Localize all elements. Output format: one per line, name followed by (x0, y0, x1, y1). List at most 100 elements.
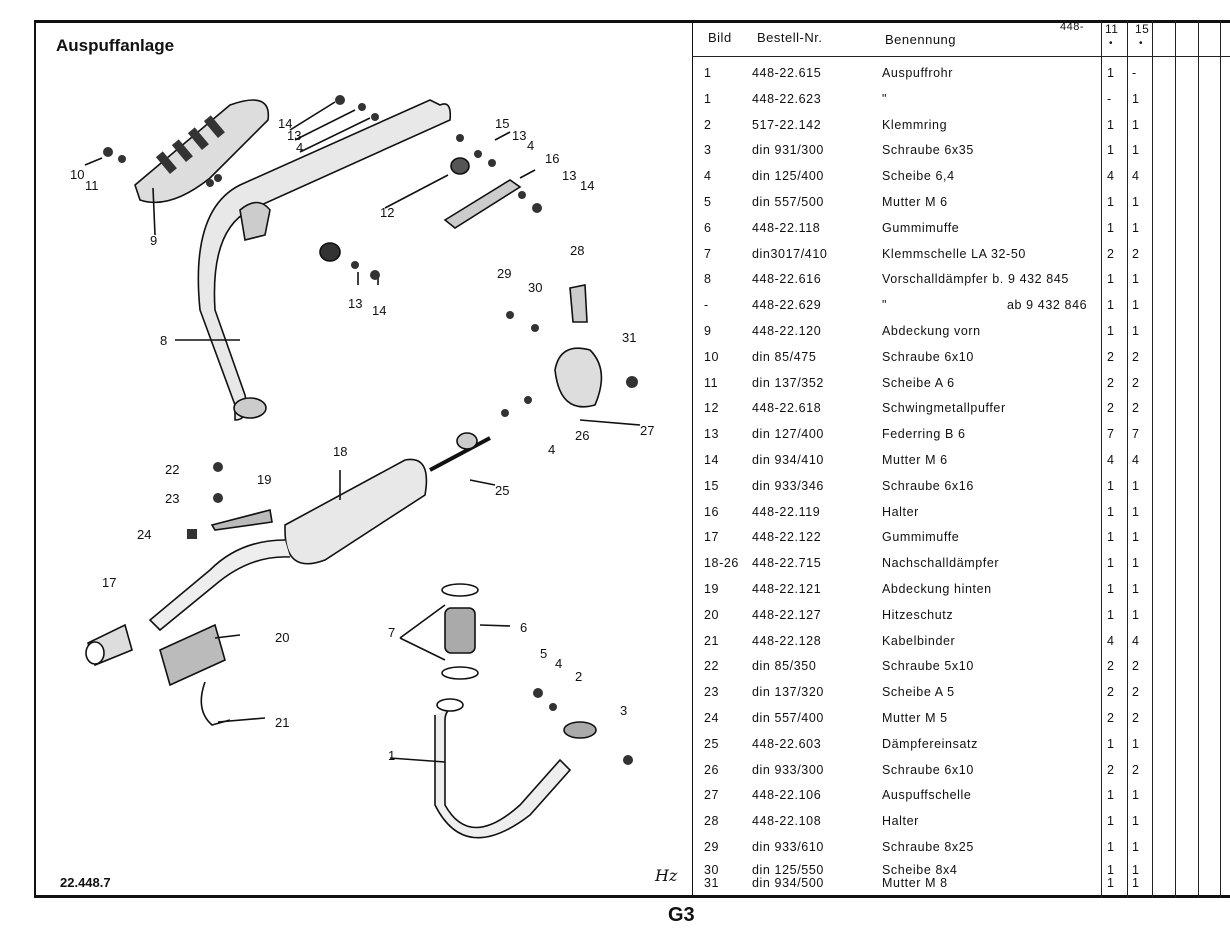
cell-qty-11: 4 (1107, 169, 1115, 184)
cell-bild: 9 (704, 324, 712, 338)
signature-mark: Hz (655, 866, 678, 885)
column-rule (1198, 20, 1199, 898)
cell-bestell-nr: 448-22.122 (752, 530, 822, 545)
cell-benennung: Nachschalldämpfer (882, 556, 1000, 571)
cell-qty-15: 2 (1132, 246, 1140, 261)
cell-bild: 4 (704, 169, 712, 184)
callout-21: 21 (275, 715, 289, 730)
cell-bestell-nr: din 931/300 (752, 143, 824, 158)
page-frame (34, 20, 1230, 898)
document-number: 22.448.7 (60, 875, 111, 890)
header-rule (692, 56, 1230, 57)
cell-qty-11: 1 (1107, 272, 1115, 287)
cell-benennung: Klemmring (882, 117, 948, 132)
callout-12: 12 (380, 205, 394, 220)
cell-bild: 5 (704, 195, 712, 209)
cell-benennung: Klemmschelle LA 32-50 (882, 246, 1026, 261)
cell-bild: 27 (704, 788, 720, 803)
callout-13-right: 13 (512, 128, 526, 143)
diagram-table-divider (692, 20, 693, 898)
cell-qty-15: 2 (1132, 762, 1140, 777)
callout-10: 10 (70, 167, 84, 182)
cell-qty-11: 2 (1107, 685, 1115, 700)
cell-qty-15: 1 (1132, 788, 1140, 803)
cell-benennung: Schraube 8x25 (882, 840, 974, 854)
cell-bild: 24 (704, 711, 720, 725)
cell-qty-11: 2 (1107, 762, 1115, 777)
callout-14-top: 14 (278, 116, 292, 131)
callout-22: 22 (165, 462, 179, 477)
cell-bestell-nr: din 933/346 (752, 478, 824, 493)
cell-benennung: Halter (882, 814, 919, 829)
cell-qty-11: 1 (1107, 788, 1115, 803)
cell-qty-11: 1 (1107, 607, 1115, 622)
callout-28: 28 (570, 243, 584, 258)
cell-bestell-nr: din 125/400 (752, 169, 824, 184)
callout-4-top: 4 (296, 140, 303, 155)
callout-3: 3 (620, 703, 627, 718)
cell-benennung: Hitzeschutz (882, 607, 954, 622)
exploded-parts-diagram: 10 11 9 14 13 4 15 13 4 16 13 14 12 13 1… (70, 95, 654, 839)
callout-4-right: 4 (527, 138, 534, 153)
cell-bild: 1 (704, 66, 712, 80)
cell-qty-15: 1 (1132, 195, 1140, 209)
cell-qty-11: 1 (1107, 862, 1115, 877)
callout-17: 17 (102, 575, 116, 590)
cell-benennung: Scheibe A 6 (882, 375, 955, 390)
cell-bestell-nr: 448-22.120 (752, 324, 822, 338)
cell-bild: 25 (704, 736, 720, 751)
cell-benennung: Federring B 6 (882, 427, 966, 442)
cell-qty-15: 1 (1132, 875, 1140, 890)
cell-qty-11: 1 (1107, 582, 1115, 596)
cell-qty-15: 2 (1132, 375, 1140, 390)
cell-qty-15: 7 (1132, 427, 1140, 442)
cell-bild: 31 (704, 875, 720, 890)
cell-bestell-nr: din 557/500 (752, 195, 824, 209)
cell-bild: 30 (704, 862, 720, 877)
cell-benennung: Scheibe 8x4 (882, 862, 958, 877)
cell-benennung: Schraube 6x35 (882, 143, 974, 158)
cell-bestell-nr: 448-22.121 (752, 582, 822, 596)
cell-qty-11: 4 (1107, 633, 1115, 648)
callout-19: 19 (257, 472, 271, 487)
cell-qty-11: 1 (1107, 840, 1115, 854)
cell-bild: 20 (704, 607, 720, 622)
callout-18: 18 (333, 444, 347, 459)
callout-2: 2 (575, 669, 582, 684)
cell-benennung: Schraube 5x10 (882, 659, 974, 674)
cell-qty-15: 1 (1132, 582, 1140, 596)
cell-benennung: Halter (882, 504, 919, 519)
cell-bestell-nr: din 127/400 (752, 427, 824, 442)
cell-qty-15: 1 (1132, 556, 1140, 571)
cell-qty-11: 1 (1107, 66, 1115, 80)
cell-qty-15: 2 (1132, 685, 1140, 700)
cell-qty-15: 4 (1132, 633, 1140, 648)
cell-bild: 12 (704, 401, 720, 416)
callout-29: 29 (497, 266, 511, 281)
cell-bestell-nr: 448-22.715 (752, 556, 822, 571)
callout-6: 6 (520, 620, 527, 635)
cell-qty-15: 1 (1132, 91, 1140, 106)
callout-14-low: 14 (372, 303, 386, 318)
cell-qty-15: 1 (1132, 736, 1140, 751)
cell-bestell-nr: din3017/410 (752, 246, 828, 261)
cell-qty-15: 1 (1132, 607, 1140, 622)
rear-silencer-shape (284, 458, 428, 565)
cell-benennung: Schwingmetallpuffer (882, 401, 1006, 416)
cell-benennung: Schraube 6x10 (882, 762, 974, 777)
